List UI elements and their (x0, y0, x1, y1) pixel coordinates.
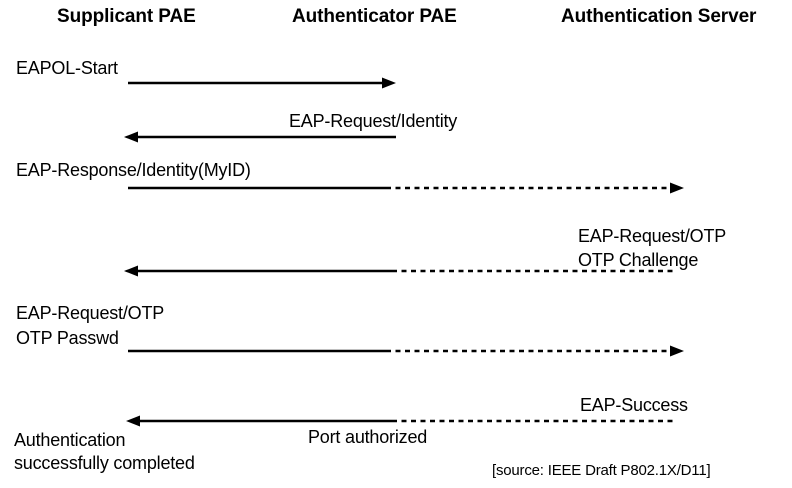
column-header-supplicant: Supplicant PAE (57, 6, 196, 27)
arrow-eap-request-otp-passwd (128, 345, 684, 357)
message-label-eap-response-identity: EAP-Response/Identity(MyID) (16, 160, 251, 180)
arrow-eap-request-identity (124, 131, 396, 143)
message-label-eap-request-otp-challenge-line2: OTP Challenge (578, 250, 699, 270)
message-label-eap-request-otp-passwd-line2: OTP Passwd (16, 328, 119, 348)
column-header-authenticator: Authenticator PAE (292, 6, 457, 27)
message-label-eap-success: EAP-Success (580, 395, 688, 415)
message-label-eapol-start: EAPOL-Start (16, 58, 118, 78)
arrow-eap-success (126, 415, 674, 427)
annotation-authentication-complete-line1: Authentication (14, 430, 126, 450)
column-header-authentication-server: Authentication Server (561, 6, 757, 27)
source-citation: [source: IEEE Draft P802.1X/D11] (492, 462, 711, 479)
arrow-eap-request-otp-challenge (124, 265, 674, 277)
message-label-eap-request-identity: EAP-Request/Identity (289, 111, 458, 131)
arrow-eap-response-identity (128, 182, 684, 194)
message-label-eap-request-otp-passwd-line1: EAP-Request/OTP (16, 303, 165, 323)
message-label-eap-request-otp-challenge-line1: EAP-Request/OTP (578, 226, 727, 246)
arrow-eapol-start (128, 77, 396, 89)
annotation-authentication-complete-line2: successfully completed (14, 453, 195, 473)
annotation-port-authorized: Port authorized (308, 427, 428, 447)
